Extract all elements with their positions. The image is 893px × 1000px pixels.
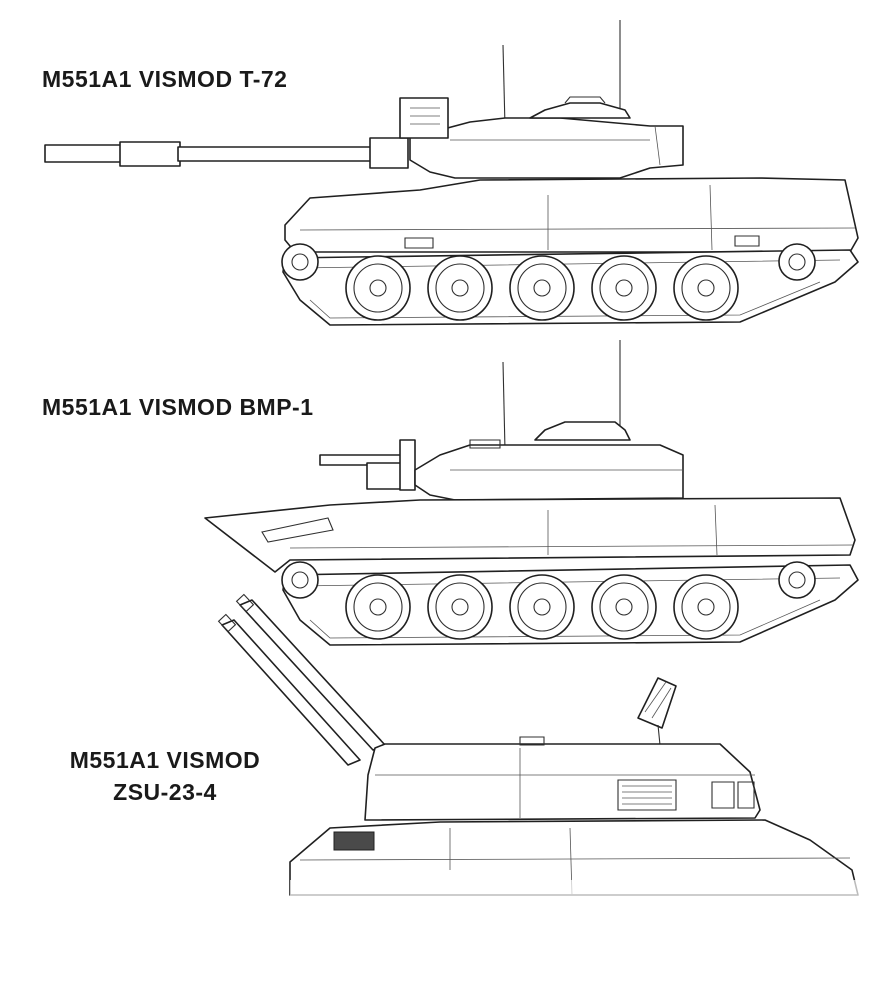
bmp1-turret	[415, 422, 683, 500]
t72-road-wheel	[510, 256, 574, 320]
bmp1-gun	[320, 440, 415, 490]
t72-turret	[400, 97, 683, 178]
t72-drawing	[45, 20, 858, 325]
bmp1-road-wheel	[674, 575, 738, 639]
title-zsu234-line2: ZSU-23-4	[113, 779, 217, 805]
bmp1-road-wheel	[346, 575, 410, 639]
title-zsu234: M551A1 VISMOD ZSU-23-4	[30, 744, 300, 808]
title-t72: M551A1 VISMOD T-72	[42, 66, 288, 92]
zsu234-grille	[334, 832, 374, 850]
t72-road-wheel	[674, 256, 738, 320]
t72-road-wheel	[428, 256, 492, 320]
t72-idler-wheel	[779, 244, 815, 280]
bmp1-antenna-1	[503, 362, 505, 450]
t72-road-wheels	[346, 256, 738, 320]
zsu234-drawing	[219, 594, 860, 950]
bmp1-drawing	[205, 340, 858, 645]
bmp1-drive-sprocket	[282, 562, 318, 598]
bmp1-road-wheels	[346, 575, 738, 639]
zsu234-fade	[290, 880, 860, 950]
t72-road-wheel	[592, 256, 656, 320]
bmp1-road-wheel	[592, 575, 656, 639]
title-bmp1: M551A1 VISMOD BMP-1	[42, 394, 314, 420]
zsu234-cannons	[219, 594, 385, 765]
bmp1-road-wheel	[510, 575, 574, 639]
zsu234-turret	[365, 737, 760, 820]
title-zsu234-line1: M551A1 VISMOD	[69, 747, 261, 773]
t72-road-wheel	[346, 256, 410, 320]
t72-main-gun	[45, 138, 408, 168]
bmp1-idler-wheel	[779, 562, 815, 598]
bmp1-road-wheel	[428, 575, 492, 639]
zsu234-radar	[638, 678, 676, 745]
t72-drive-sprocket	[282, 244, 318, 280]
bmp1-hull	[205, 498, 855, 572]
t72-antenna-1	[503, 45, 505, 127]
t72-hull	[285, 178, 858, 252]
